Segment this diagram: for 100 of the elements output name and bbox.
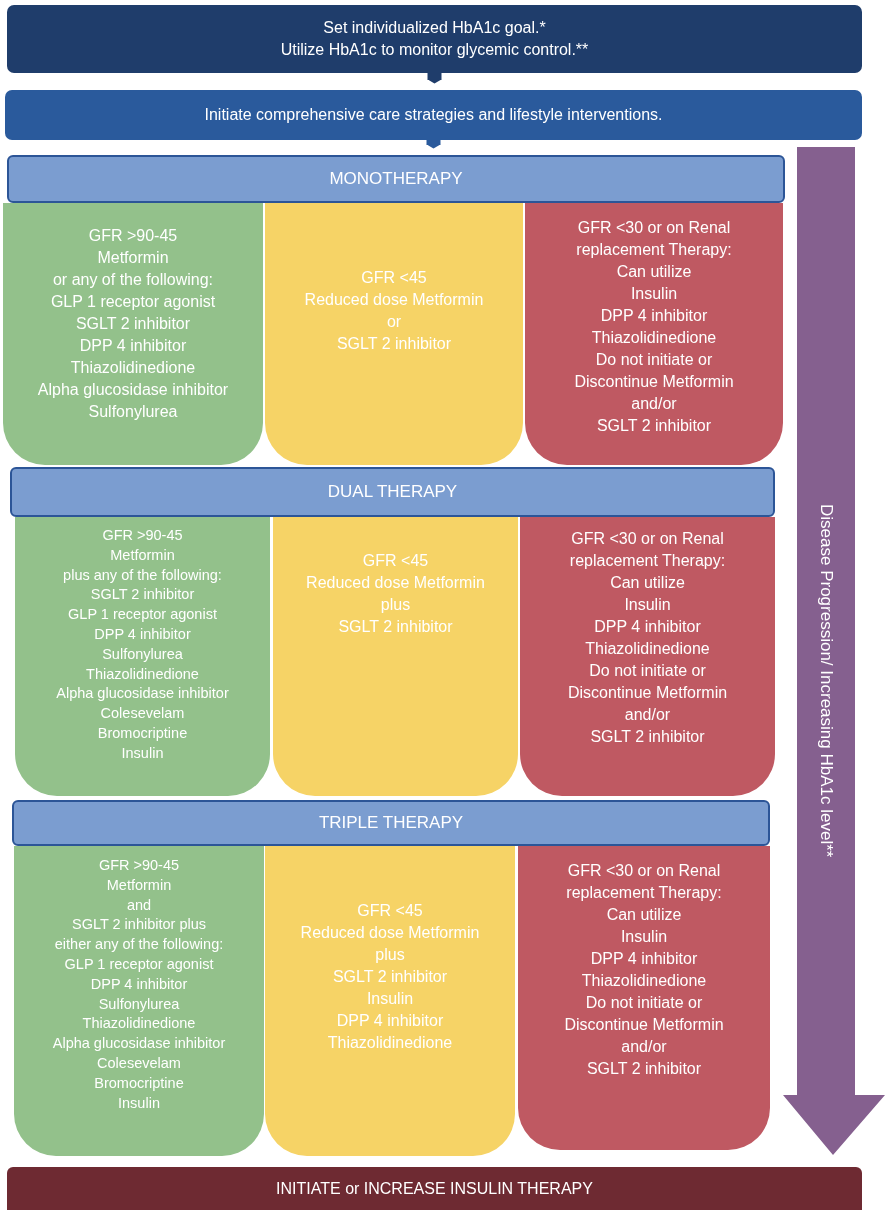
card-text: DPP 4 inhibitor <box>90 974 188 994</box>
arrow <box>426 140 441 149</box>
card-text: DPP 4 inhibitor <box>600 306 708 326</box>
card-text: GFR <30 or on Renal replacement Therapy: <box>575 218 733 260</box>
card-text: SGLT 2 inhibitor <box>586 1059 702 1079</box>
card-text: Reduced dose Metformin <box>300 923 480 943</box>
card-text: Sulfonylurea <box>88 402 178 422</box>
card-text: GFR >90-45 <box>102 526 183 545</box>
therapy-card <box>14 846 264 1156</box>
card-text: Colesevelam <box>100 704 185 724</box>
axis-text: Disease Progression/ Increasing HbA1c level** <box>816 504 836 858</box>
banner-text: Set individualized HbA1c goal.* <box>323 18 546 38</box>
therapy-card <box>525 203 783 465</box>
card-text: Insulin <box>620 927 668 947</box>
therapy-header <box>10 467 775 517</box>
card-text: Insulin <box>366 989 414 1009</box>
card-text: or any of the following: <box>52 270 214 290</box>
goal-banner <box>7 5 862 73</box>
card-text: Can utilize <box>616 262 692 282</box>
therapy-card <box>265 203 523 465</box>
card-text: Insulin <box>121 743 164 763</box>
card-text: Sulfonylurea <box>102 644 183 664</box>
card-text: Discontinue Metformin <box>564 1015 724 1035</box>
therapy-card <box>265 846 515 1156</box>
card-text: SGLT 2 inhibitor <box>596 416 712 436</box>
card-text: GFR <45 <box>357 901 423 921</box>
card-text: Alpha glucosidase inhibitor <box>56 684 229 704</box>
therapy-header <box>12 800 770 846</box>
card-text: Alpha glucosidase inhibitor <box>52 1034 226 1054</box>
card-text: Thiazolidinedione <box>82 1014 196 1034</box>
arrow <box>427 73 442 84</box>
card-text: Discontinue Metformin <box>567 683 728 703</box>
card-text: SGLT 2 inhibitor <box>336 334 452 354</box>
banner-text: Utilize HbA1c to monitor glycemic control.** <box>280 40 589 60</box>
card-text: DPP 4 inhibitor <box>94 625 191 644</box>
card-text: Metformin <box>106 875 172 895</box>
card-text: Thiazolidinedione <box>585 639 710 659</box>
card-text: Bromocriptine <box>94 1073 184 1093</box>
banner-text: INITIATE or INCREASE INSULIN THERAPY <box>276 1178 593 1199</box>
card-text: Metformin <box>97 248 169 268</box>
card-text: DPP 4 inhibitor <box>79 336 187 356</box>
card-text: Bromocriptine <box>97 723 188 743</box>
card-text: Colesevelam <box>97 1053 181 1073</box>
card-text: GLP 1 receptor agonist <box>64 955 214 974</box>
card-text: Insulin <box>118 1093 160 1113</box>
card-text: Insulin <box>630 284 678 304</box>
progression-arrow <box>783 147 885 1155</box>
card-text: and/or <box>624 705 671 725</box>
insulin-banner <box>7 1167 862 1210</box>
header-text: MONOTHERAPY <box>329 168 463 190</box>
card-text: Thiazolidinedione <box>70 358 196 378</box>
header-text: TRIPLE THERAPY <box>318 812 464 834</box>
card-text: plus <box>380 595 411 615</box>
card-text: SGLT 2 inhibitor <box>338 617 453 637</box>
therapy-card <box>3 203 263 465</box>
card-text: SGLT 2 inhibitor <box>90 585 195 605</box>
card-text: Thiazolidinedione <box>86 664 199 684</box>
therapy-card <box>518 846 770 1150</box>
card-text: Reduced dose Metformin <box>306 573 485 593</box>
card-text: Thiazolidinedione <box>591 328 717 348</box>
card-text: GLP 1 receptor agonist <box>50 292 216 312</box>
card-text: Do not initiate or <box>585 993 703 1013</box>
therapy-card <box>273 517 518 796</box>
card-text: Discontinue Metformin <box>574 372 734 392</box>
card-text: Thiazolidinedione <box>327 1033 453 1053</box>
card-text: GLP 1 receptor agonist <box>68 605 217 625</box>
card-text: Sulfonylurea <box>98 994 180 1014</box>
card-text: plus any of the following: <box>63 565 222 585</box>
therapy-card <box>520 517 775 796</box>
card-text: Can utilize <box>606 905 682 925</box>
card-text: GFR <45 <box>361 268 427 288</box>
card-text: GFR <30 or on Renal replacement Therapy: <box>568 529 727 571</box>
card-text: SGLT 2 inhibitor <box>332 967 448 987</box>
card-text: either any of the following: <box>54 935 224 955</box>
card-text: Can utilize <box>610 573 685 593</box>
card-text: Reduced dose Metformin <box>304 290 484 310</box>
card-text: GFR >90-45 <box>98 856 180 875</box>
card-text: GFR <45 <box>362 551 429 571</box>
card-text: Do not initiate or <box>595 350 713 370</box>
card-text: GFR >90-45 <box>88 226 178 246</box>
card-text: and <box>126 895 152 915</box>
banner-text: Initiate comprehensive care strategies and lifestyle interventions. <box>204 105 663 125</box>
therapy-card <box>15 517 270 796</box>
card-text: GFR <30 or on Renal replacement Therapy: <box>565 861 723 903</box>
card-text: SGLT 2 inhibitor plus <box>71 915 207 935</box>
card-text: SGLT 2 inhibitor <box>590 727 705 747</box>
card-text: DPP 4 inhibitor <box>590 949 698 969</box>
card-text: DPP 4 inhibitor <box>336 1011 444 1031</box>
card-text: DPP 4 inhibitor <box>594 617 701 637</box>
therapy-header <box>7 155 785 203</box>
card-text: Insulin <box>624 595 671 615</box>
care-banner <box>5 90 862 140</box>
card-text: Do not initiate or <box>589 661 706 681</box>
card-text: or <box>386 312 402 332</box>
card-text: Alpha glucosidase inhibitor <box>37 380 229 400</box>
card-text: and/or <box>621 1037 667 1057</box>
card-text: plus <box>375 945 405 965</box>
header-text: DUAL THERAPY <box>327 481 458 503</box>
card-text: Thiazolidinedione <box>581 971 707 991</box>
card-text: Metformin <box>110 545 175 565</box>
